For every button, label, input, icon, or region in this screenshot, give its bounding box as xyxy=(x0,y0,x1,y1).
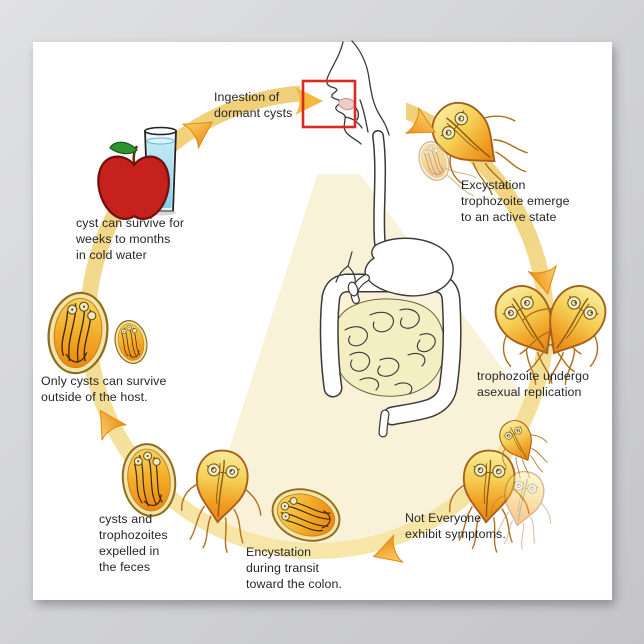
stage-label-encystation: Encystation during transit toward the co… xyxy=(246,545,343,591)
apple-icon xyxy=(97,141,170,220)
stage-label-symptoms: Not Everyone exhibit symptoms. xyxy=(405,511,506,541)
digestive-tract-illustration xyxy=(319,40,462,438)
mouth-highlight-box xyxy=(301,79,357,129)
stage-label-feces: cysts and trophozoites expelled in the f… xyxy=(99,512,168,574)
head-profile xyxy=(326,40,390,145)
stage-label-cold-water: cyst can survive for weeks to months in … xyxy=(76,216,185,262)
cyst-excysting-faint xyxy=(413,136,477,197)
cyst-illustrations xyxy=(42,136,477,551)
stage-label-ingestion: Ingestion of dormant cysts xyxy=(214,90,293,120)
stage-label-replication: trophozoite undergo asexual replication xyxy=(477,369,590,399)
cyst-outside-large xyxy=(42,287,114,379)
stage-label-excystation: Excystation trophozoite emerge to an act… xyxy=(461,178,570,224)
stage-label-outside-host: Only cysts can survive outside of the ho… xyxy=(41,374,167,404)
cyst-outside-small xyxy=(110,317,152,367)
